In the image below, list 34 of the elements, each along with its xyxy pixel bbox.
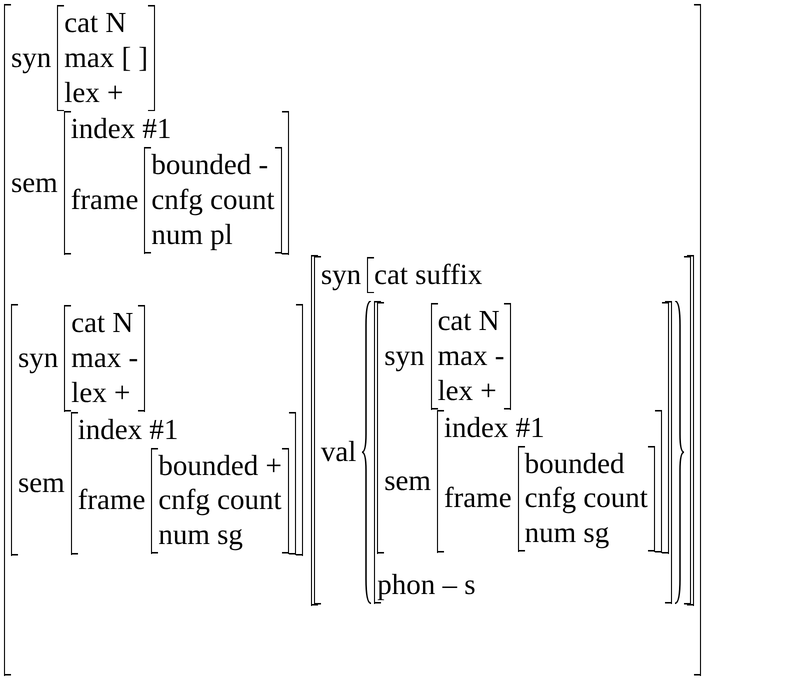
feature-value: bounded +	[158, 448, 282, 484]
feature-value: bounded -	[151, 148, 270, 183]
attribute-name: frame	[70, 182, 138, 218]
feature-value: cat N	[64, 6, 128, 41]
attribute-name: frame	[444, 481, 512, 516]
attribute-name: syn	[320, 258, 362, 292]
feature-value: cat N	[71, 306, 134, 342]
attribute-name: frame	[78, 483, 146, 518]
feature-value: index #1	[444, 410, 546, 446]
feature-value: num pl	[151, 218, 234, 253]
feature-value: max -	[71, 341, 138, 376]
feature-value: cnfg count	[158, 483, 282, 518]
feature-value: cat N	[438, 304, 501, 340]
feature-value: phon – s	[377, 568, 477, 603]
attribute-name: sem	[11, 166, 58, 200]
feature-value: cat suffix	[374, 258, 482, 292]
attribute-name: syn	[11, 40, 52, 76]
attribute-name: syn	[384, 339, 425, 374]
feature-value: lex +	[64, 76, 124, 110]
feature-value: lex +	[438, 374, 498, 409]
feature-value: max -	[438, 339, 504, 374]
feature-value: max [ ]	[64, 40, 148, 76]
feature-value: lex +	[71, 376, 132, 411]
attribute-name: syn	[18, 341, 58, 376]
feature-value: index #1	[78, 412, 180, 448]
attribute-name: sem	[18, 466, 65, 501]
attribute-name: sem	[384, 464, 431, 499]
feature-value: cnfg count	[524, 481, 648, 516]
feature-value: cnfg count	[151, 182, 275, 218]
feature-value: index #1	[70, 112, 172, 148]
feature-value: num sg	[524, 516, 610, 551]
feature-value: num sg	[158, 518, 244, 553]
feature-value: bounded	[524, 446, 626, 482]
attribute-name: val	[320, 435, 356, 470]
